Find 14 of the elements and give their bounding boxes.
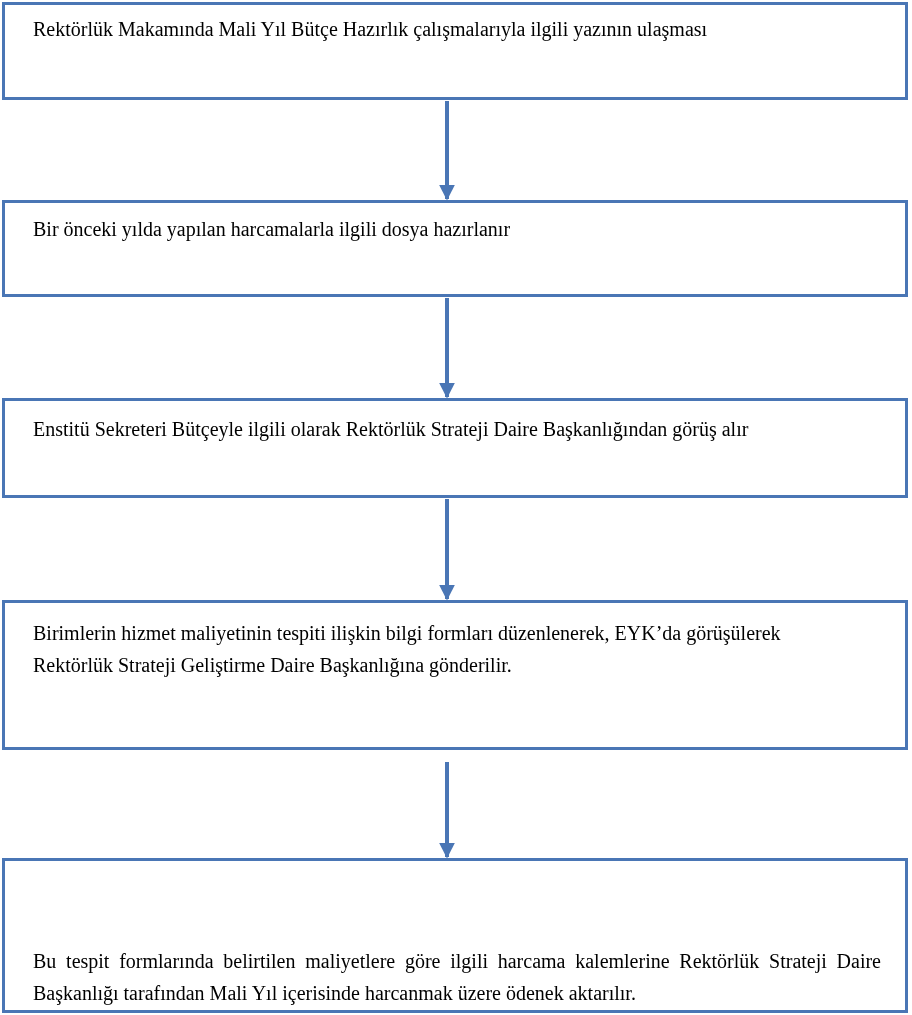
arrow	[439, 762, 455, 859]
process-box	[2, 200, 908, 297]
step-text: Rektörlük Makamında Mali Yıl Bütçe Hazırlık çalışmalarıyla ilgili yazının ulaşması	[33, 17, 709, 43]
process-box	[2, 2, 908, 100]
process-box	[2, 398, 908, 498]
step-text: Bu tespit formlarında belirtilen maliyetlere göre ilgili harcama kalemlerine Rektörlük Strateji Daire Başkanlığı tarafından Mali Yıl içerisinde harcanmak üzere ödenek aktarılır.	[33, 949, 881, 1007]
process-box	[2, 858, 908, 1013]
arrow	[439, 101, 455, 201]
step-text: Birimlerin hizmet maliyetinin tespiti ilişkin bilgi formları düzenlenerek, EYK’da görüşülerek Rektörlük Strateji Geliştirme Daire Başkanlığına gönderilir.	[33, 621, 782, 679]
arrow	[439, 499, 455, 601]
step-text: Enstitü Sekreteri Bütçeyle ilgili olarak Rektörlük Strateji Daire Başkanlığından görüş alır	[33, 417, 750, 443]
step-text: Bir önceki yılda yapılan harcamalarla ilgili dosya hazırlanır	[33, 217, 512, 243]
arrow	[439, 298, 455, 399]
process-box	[2, 600, 908, 750]
